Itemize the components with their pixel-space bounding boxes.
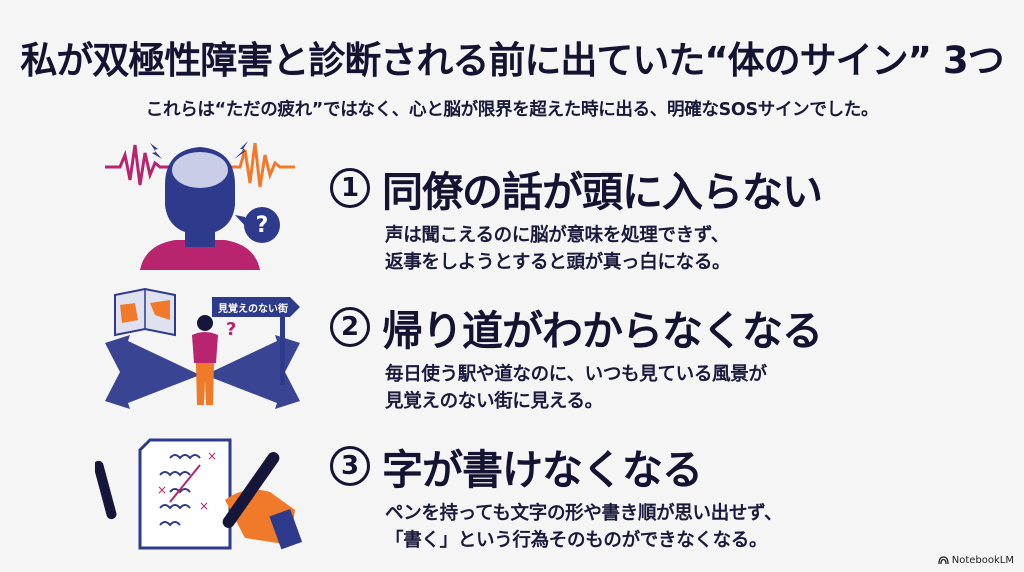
item-number: 2 [330, 307, 370, 347]
page-subtitle: これらは“ただの疲れ”ではなく、心と脳が限界を超えた時に出る、明確なSOSサイン… [145, 100, 879, 120]
item-title: 同僚の話が頭に入らない [382, 168, 823, 216]
item-title: 字が書けなくなる [382, 446, 703, 494]
page-title: 私が双極性障害と診断される前に出ていた“体のサイン” 3つ [20, 39, 1004, 82]
svg-text:×: × [157, 483, 167, 497]
item-description: ペンを持っても文字の形や書き順が思い出せず、 「書く」という行為そのものができな… [385, 503, 783, 551]
sign-item-3: 3 字が書けなくなる ペンを持っても文字の形や書き順が思い出せず、 「書く」とい… [330, 436, 783, 554]
item-number: 3 [330, 446, 370, 486]
item-description: 声は聞こえるのに脳が意味を処理できず、 返事をしようとすると頭が真っ白になる。 [385, 225, 731, 273]
item-number: 1 [330, 168, 370, 208]
svg-text:×: × [199, 499, 209, 513]
sign-item-2: 2 帰り道がわからなくなる 毎日使う駅や道なのに、いつも見ている風景が 見覚えの… [330, 297, 823, 415]
brand-watermark: NotebookLM [938, 555, 1014, 566]
notebooklm-logo-icon [938, 556, 949, 565]
item-description: 毎日使う駅や道なのに、いつも見ている風景が 見覚えのない街に見える。 [385, 364, 767, 412]
svg-text:見覚えのない街: 見覚えのない街 [217, 302, 288, 315]
sign-item-1: 1 同僚の話が頭に入らない 声は聞こえるのに脳が意味を処理できず、 返事をしよう… [330, 158, 823, 276]
item-title: 帰り道がわからなくなる [382, 307, 823, 355]
svg-text:×: × [207, 449, 217, 463]
hand-writing-scribbles-icon: × × × [95, 438, 303, 550]
lost-person-crossroads-icon: 見覚えのない街 ? [105, 287, 300, 409]
svg-text:?: ? [256, 213, 269, 238]
svg-text:?: ? [226, 319, 236, 340]
head-with-brain-noise-icon: ? [105, 141, 295, 270]
